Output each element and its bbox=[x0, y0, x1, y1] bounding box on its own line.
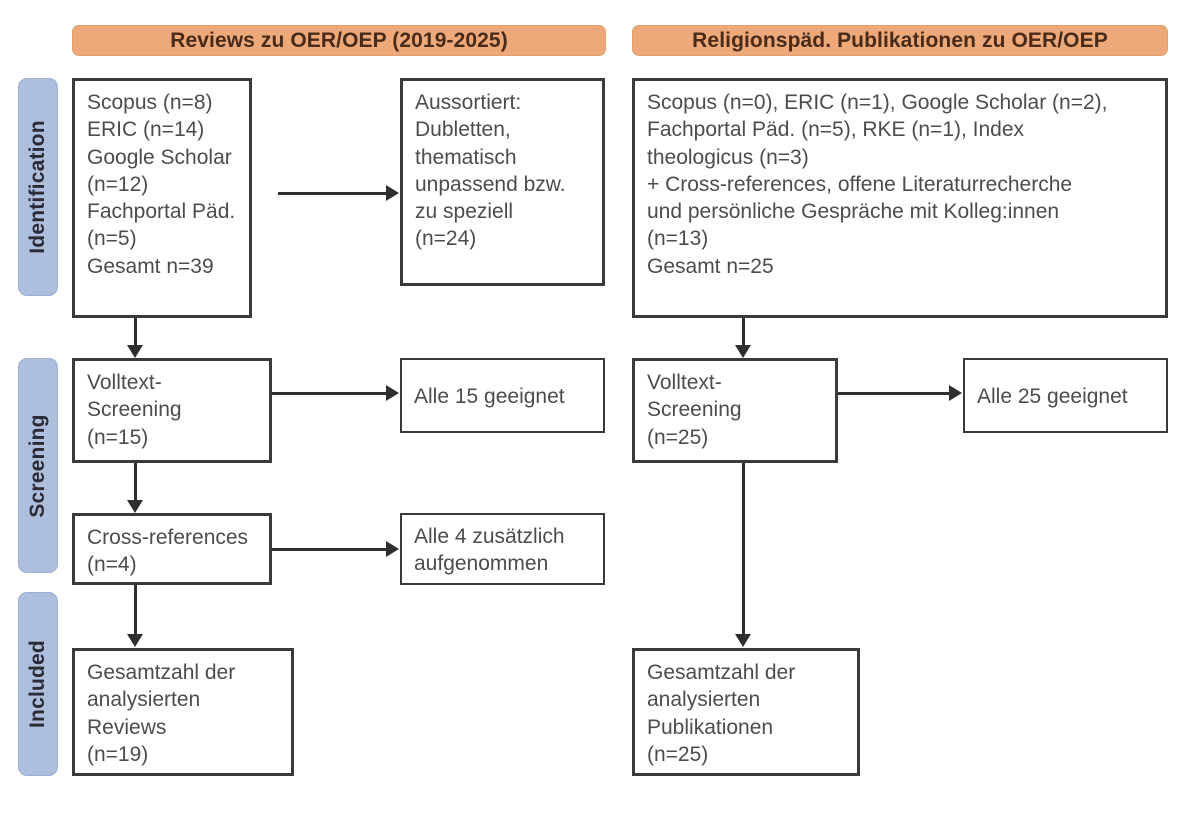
connector-left-identification-to-screening bbox=[134, 318, 137, 348]
arrowhead-right-screening-to-result bbox=[949, 385, 962, 401]
stage-bar-screening: Screening bbox=[18, 358, 58, 573]
connector-left-crossrefs-to-result bbox=[272, 548, 386, 551]
connector-left-identification-to-excluded bbox=[278, 192, 386, 195]
node-left-excluded: Aussortiert: Dubletten, thematisch unpas… bbox=[400, 78, 605, 286]
node-left-included: Gesamtzahl der analysierten Reviews (n=1… bbox=[72, 648, 294, 776]
connector-left-screening-to-result bbox=[272, 392, 386, 395]
node-right-screening: Volltext- Screening (n=25) bbox=[632, 358, 838, 463]
node-right-screening-result: Alle 25 geeignet bbox=[963, 358, 1168, 433]
arrowhead-left-screening-to-result bbox=[386, 385, 399, 401]
node-left-screening-result: Alle 15 geeignet bbox=[400, 358, 605, 433]
node-left-crossrefs: Cross-references (n=4) bbox=[72, 513, 272, 585]
arrowhead-left-crossrefs-to-included bbox=[127, 634, 143, 647]
stage-bar-included: Included bbox=[18, 592, 58, 776]
arrowhead-right-identification-to-screening bbox=[735, 345, 751, 358]
arrowhead-left-identification-to-screening bbox=[127, 345, 143, 358]
arrowhead-right-screening-to-included bbox=[735, 634, 751, 647]
node-left-crossrefs-result: Alle 4 zusätzlich aufgenommen bbox=[400, 513, 605, 585]
stage-label-included: Included bbox=[26, 640, 49, 728]
connector-left-identification-stub bbox=[278, 192, 281, 195]
node-left-identification: Scopus (n=8) ERIC (n=14) Google Scholar … bbox=[72, 78, 252, 318]
stage-bar-identification: Identification bbox=[18, 78, 58, 296]
stage-label-screening: Screening bbox=[26, 413, 49, 518]
node-right-identification: Scopus (n=0), ERIC (n=1), Google Scholar… bbox=[632, 78, 1168, 318]
node-left-screening: Volltext- Screening (n=15) bbox=[72, 358, 272, 463]
arrowhead-left-crossrefs-to-result bbox=[386, 541, 399, 557]
connector-right-screening-to-result bbox=[838, 392, 949, 395]
connector-left-crossrefs-to-included bbox=[134, 585, 137, 637]
node-right-included: Gesamtzahl der analysierten Publikatione… bbox=[632, 648, 860, 776]
arrowhead-left-identification-to-excluded bbox=[386, 185, 399, 201]
connector-right-screening-to-included bbox=[742, 463, 745, 637]
connector-left-screening-to-crossrefs bbox=[134, 463, 137, 503]
stage-label-identification: Identification bbox=[26, 120, 49, 254]
column-header-right: Religionspäd. Publikationen zu OER/OEP bbox=[632, 25, 1168, 56]
column-header-left: Reviews zu OER/OEP (2019-2025) bbox=[72, 25, 606, 56]
arrowhead-left-screening-to-crossrefs bbox=[127, 500, 143, 513]
connector-right-identification-to-screening bbox=[742, 318, 745, 348]
